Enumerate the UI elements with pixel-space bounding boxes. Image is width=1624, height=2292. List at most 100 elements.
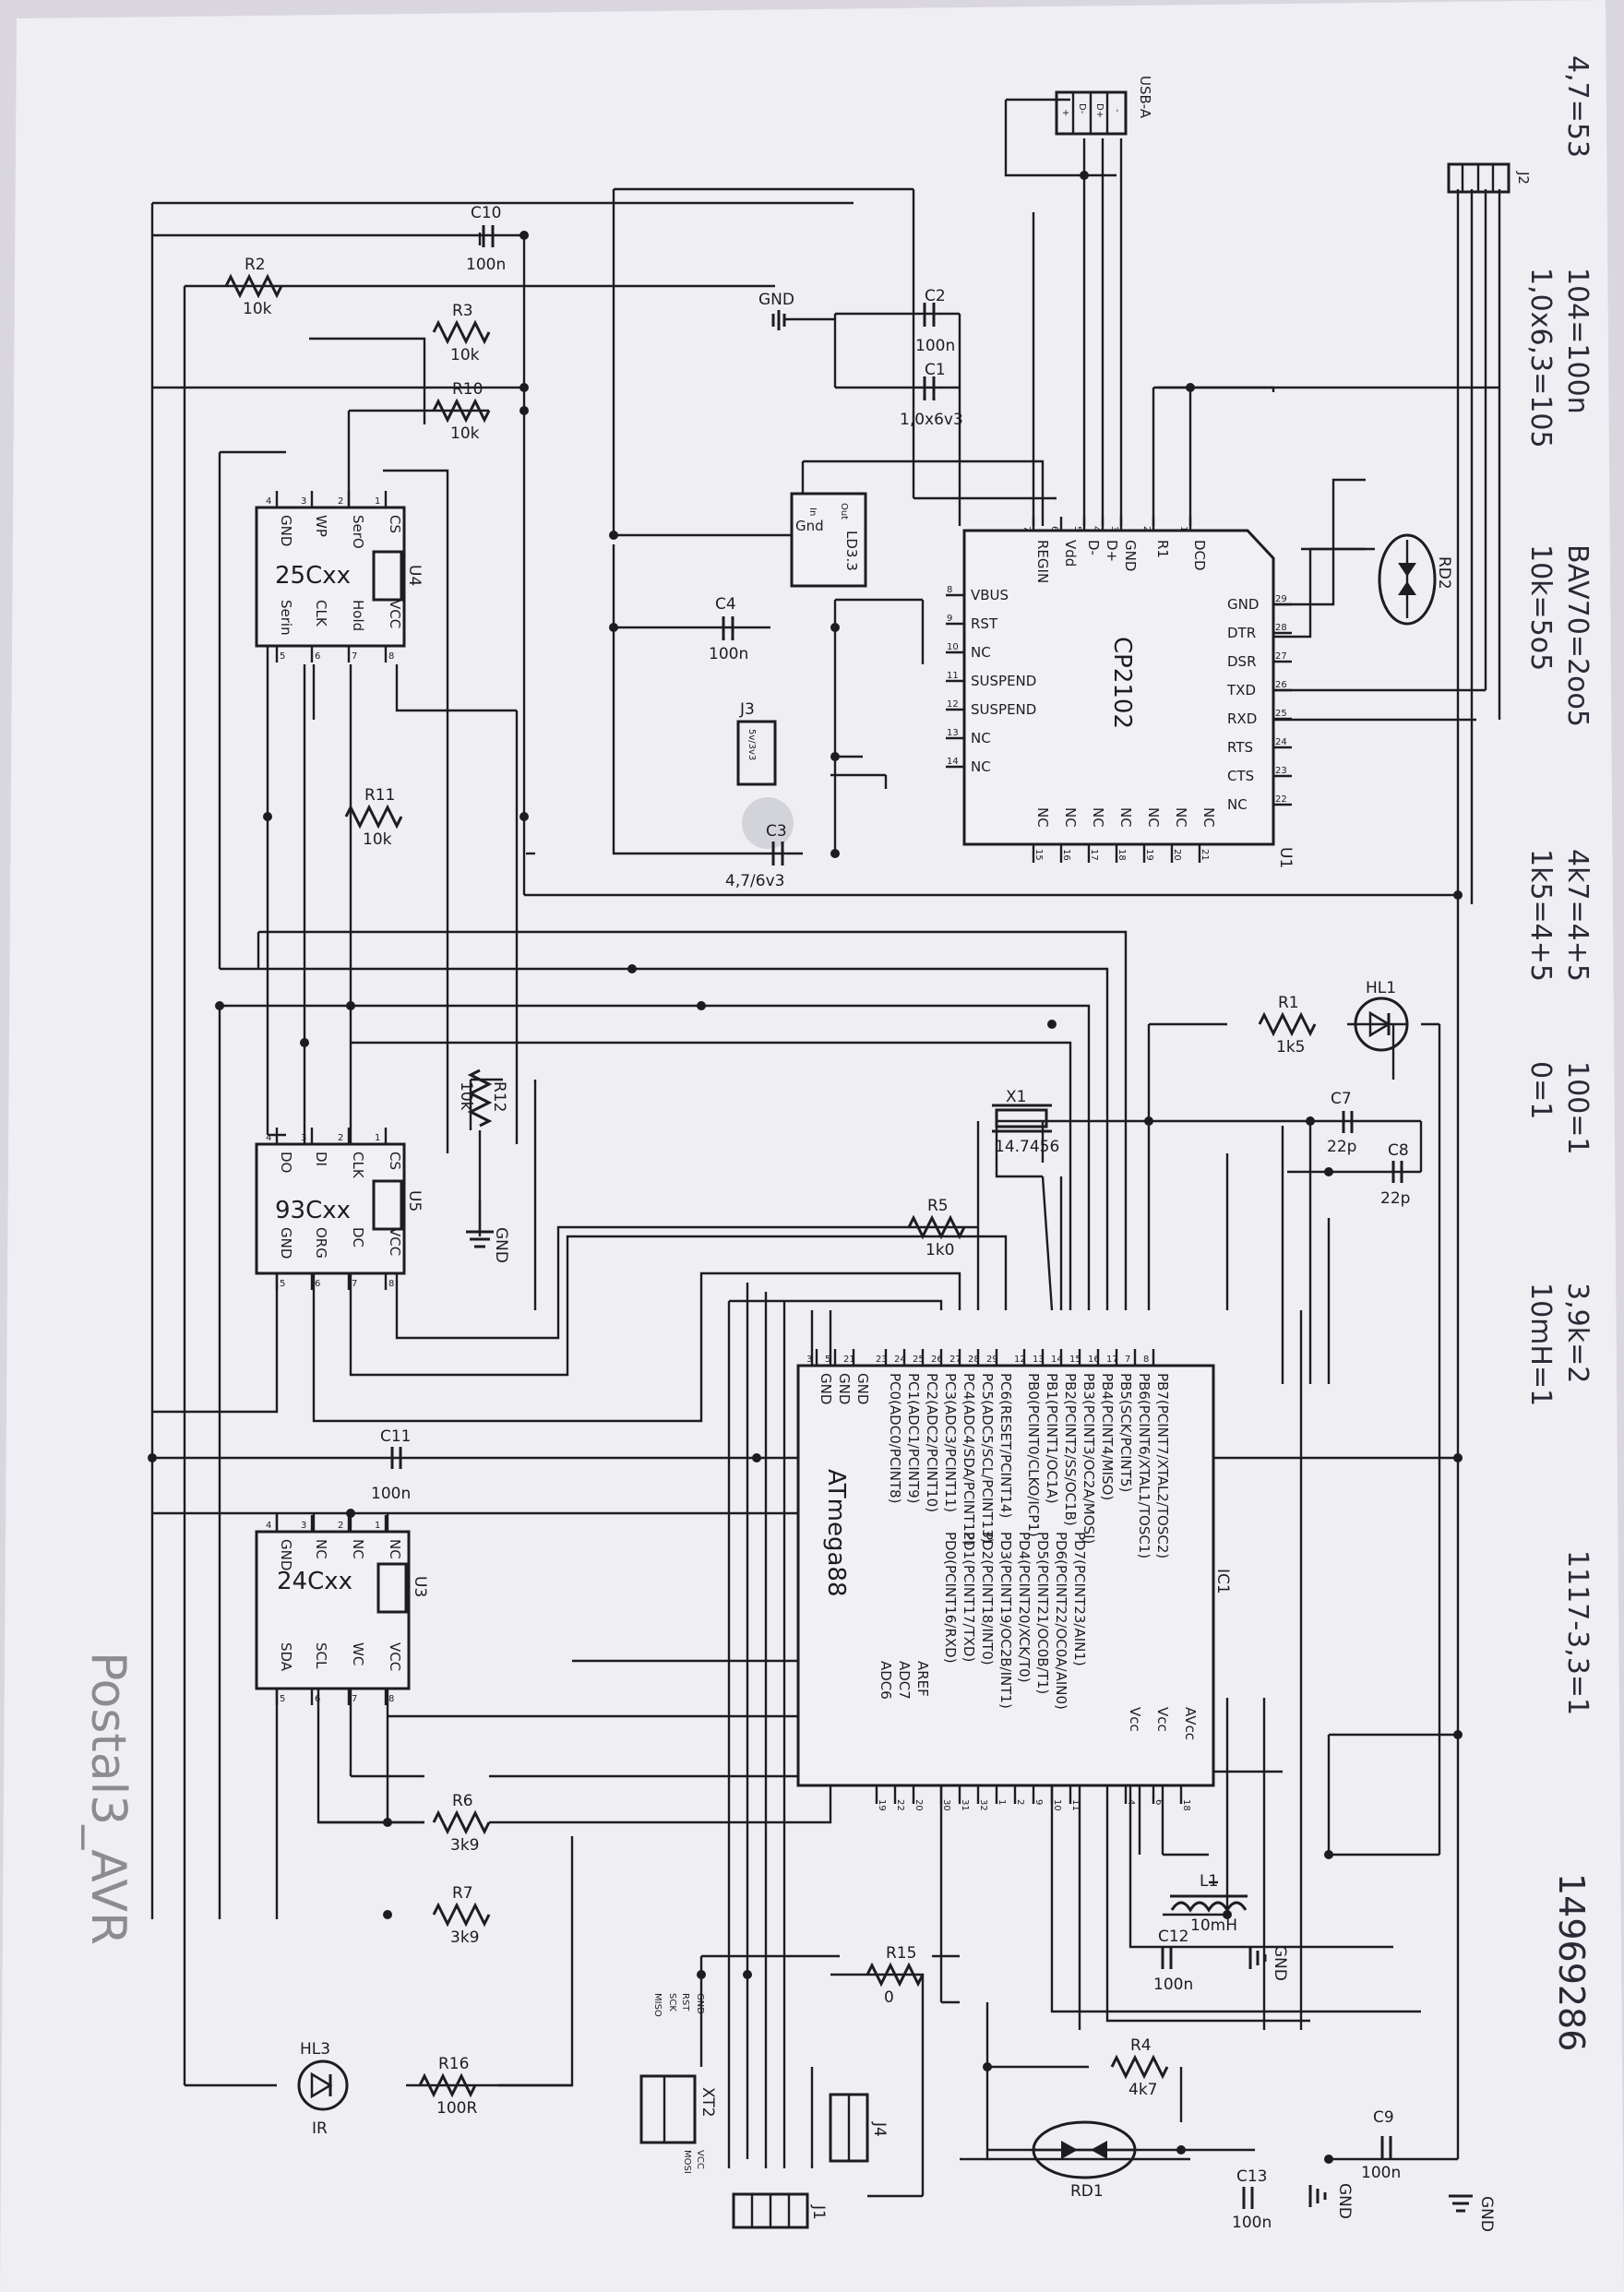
u1-name: CP2102 <box>1108 637 1136 729</box>
u5-bottom-pin-num-2: 7 <box>352 1279 357 1289</box>
u1-top-pin-num-0: 7 <box>1021 526 1032 531</box>
ic1-pd-pin-num-4: 2 <box>1015 1799 1025 1805</box>
hl1-ref: HL1 <box>1366 979 1396 997</box>
u5-top-pin-num-0: 4 <box>266 1133 271 1143</box>
u1-bottom-pin-label-1: NC <box>1062 807 1079 828</box>
ic1-pb-pin-num-7: 8 <box>1143 1355 1149 1365</box>
ground-symbol-c13: GND <box>1308 2183 1354 2219</box>
ic1-top-pins: GND3GND5GND21PC0(ADC0/PCINT8)23PC1(ADC1/… <box>806 1349 1171 1558</box>
c2-value: 100n <box>915 337 955 355</box>
u1-top-pin-num-3: 4 <box>1091 526 1101 531</box>
hl3-label: IR <box>312 2119 328 2138</box>
ic1-pb-pin-label-4: PB4(PCINT4/MISO) <box>1099 1373 1116 1500</box>
note-3-9k: 3,9k=2 <box>1561 1283 1594 1383</box>
capacitor-c13: C13 100n <box>1232 2167 1272 2232</box>
u5-top-pin-num-2: 2 <box>338 1133 343 1143</box>
ic1-pc-pin-num-0: 23 <box>876 1355 888 1365</box>
ic1-gnd-pin-num-2: 21 <box>843 1355 855 1365</box>
u1-right-pin-num-2: 27 <box>1275 651 1287 662</box>
u5-bottom-pin-label-1: ORG <box>313 1227 329 1259</box>
u5-bottom-pin-num-0: 5 <box>280 1279 285 1289</box>
ld33-pin-out: Out <box>839 503 849 519</box>
u1-top-pin-label-5: R1 <box>1154 540 1171 558</box>
u1-right-pin-label-6: CTS <box>1227 768 1254 784</box>
ic1-gnd-pin-label-0: GND <box>818 1373 834 1404</box>
led-hl1: HL1 <box>1354 979 1409 1052</box>
u1-top-pin-label-3: D+ <box>1104 540 1120 562</box>
usb-ref: USB-A <box>1137 76 1153 119</box>
r4-value: 4k7 <box>1128 2081 1157 2099</box>
usb-a-connector: + D- D+ - USB-A <box>1055 76 1153 136</box>
u5-top-pin-num-1: 3 <box>301 1133 306 1143</box>
r6-value: 3k9 <box>450 1836 479 1855</box>
capacitor-c7: C7 22p <box>1327 1090 1356 1156</box>
capacitor-c3: C3 4,7/6v3 <box>725 797 794 890</box>
u4-top-pin-label-0: GND <box>278 515 294 546</box>
r15-ref: R15 <box>886 1944 916 1963</box>
r15-value: 0 <box>884 1988 894 2007</box>
ground-symbol-c12: GND <box>1248 1945 1289 1981</box>
u4-top-pin-num-3: 1 <box>375 496 380 507</box>
u1-right-pin-num-0: 29 <box>1275 594 1287 604</box>
ic1-pc-pin-label-1: PC1(ADC1/PCINT9) <box>905 1373 922 1504</box>
u3-bottom-pin-num-1: 6 <box>315 1694 320 1704</box>
ic1-gnd-pin-label-2: GND <box>854 1373 871 1404</box>
u4-top-pin-label-1: WP <box>313 515 329 537</box>
ic1-pc-pin-num-3: 26 <box>931 1355 943 1365</box>
u5-bottom-pin-label-0: GND <box>278 1227 294 1259</box>
ic1-pb-pin-label-1: PB1(PCINT1/OC1A) <box>1044 1373 1060 1504</box>
ic1-pd-pin-num-1: 31 <box>960 1799 970 1811</box>
u1-right-pin-label-5: RTS <box>1227 739 1253 756</box>
xt2-pin-vcc: VCC <box>695 2150 705 2169</box>
diode-rd2: RD2 <box>1378 533 1453 626</box>
c4-ref: C4 <box>715 595 736 614</box>
capacitor-c12: C12 100n <box>1153 1928 1193 1994</box>
ic1-name: ATmega88 <box>822 1469 850 1597</box>
u5-top-pin-label-2: CLK <box>350 1152 366 1179</box>
u1-bottom-pin-label-4: NC <box>1145 807 1162 828</box>
ic1-pd-pin-label-3: PD3(PCINT19/OC2B/INT1) <box>997 1532 1014 1709</box>
resistor-r4: R4 4k7 <box>1110 2036 1169 2099</box>
u1-left-pin-num-5: 13 <box>947 728 959 738</box>
r11-ref: R11 <box>364 786 395 805</box>
ic1-pb-pin-num-5: 17 <box>1106 1355 1118 1365</box>
u3-top-pin-num-0: 4 <box>266 1521 271 1531</box>
rd1-ref: RD1 <box>1070 2182 1104 2201</box>
led-hl3: HL3 IR <box>297 2040 349 2138</box>
junction-dots <box>148 171 1463 2164</box>
u1-right-pin-num-5: 24 <box>1275 737 1287 747</box>
hl3-ref: HL3 <box>300 2040 330 2059</box>
u1-bottom-pin-num-0: 15 <box>1033 849 1044 861</box>
u1-left-pin-label-6: NC <box>971 758 991 775</box>
u1-right-pin-num-3: 26 <box>1275 680 1287 690</box>
ic1-pb-pin-num-2: 14 <box>1051 1355 1063 1365</box>
u1-right-pin-num-7: 22 <box>1275 794 1287 805</box>
u4-name: 25Cxx <box>275 562 351 590</box>
header-xt2: MISO SCK RST GND MOSI VCC XT2 <box>639 1993 717 2174</box>
ic1-ref: IC1 <box>1213 1569 1232 1594</box>
r4-ref: R4 <box>1130 2036 1152 2055</box>
u3-top-pin-num-1: 3 <box>301 1521 306 1531</box>
ic1-adc-pin-num-1: 22 <box>895 1799 905 1811</box>
j1-ref: J1 <box>809 2204 828 2220</box>
ic1-adc-pin-num-2: 20 <box>914 1799 924 1811</box>
ld33-ref: LD3.3 <box>843 531 860 571</box>
ic1-pc-pin-num-5: 28 <box>968 1355 980 1365</box>
u3-top-pin-label-0: GND <box>278 1539 294 1570</box>
note-4k7: 4k7=4+5 <box>1561 849 1594 982</box>
handwritten-notes: 4,7=53 104=100n 1,0x6,3=105 BAV70=2oo5 1… <box>1524 55 1594 2051</box>
ic1-adc-pin-label-1: ADC7 <box>896 1661 913 1700</box>
u4-top-pin-num-1: 3 <box>301 496 306 507</box>
j4-ref: J4 <box>870 2121 889 2137</box>
u3-ref: U3 <box>411 1576 429 1597</box>
capacitor-c4: C4 100n <box>709 595 748 663</box>
u1-top-pin-label-1: Vdd <box>1062 540 1079 567</box>
ic1-pc-pin-label-3: PC3(ADC3/PCINT11) <box>942 1373 959 1512</box>
board-title: Postal3_AVR <box>80 1652 136 1945</box>
ic1-pb-pin-label-7: PB7(PCINT7/XTAL2/TOSC2) <box>1154 1373 1171 1558</box>
u1-bottom-pin-num-4: 19 <box>1144 849 1154 861</box>
